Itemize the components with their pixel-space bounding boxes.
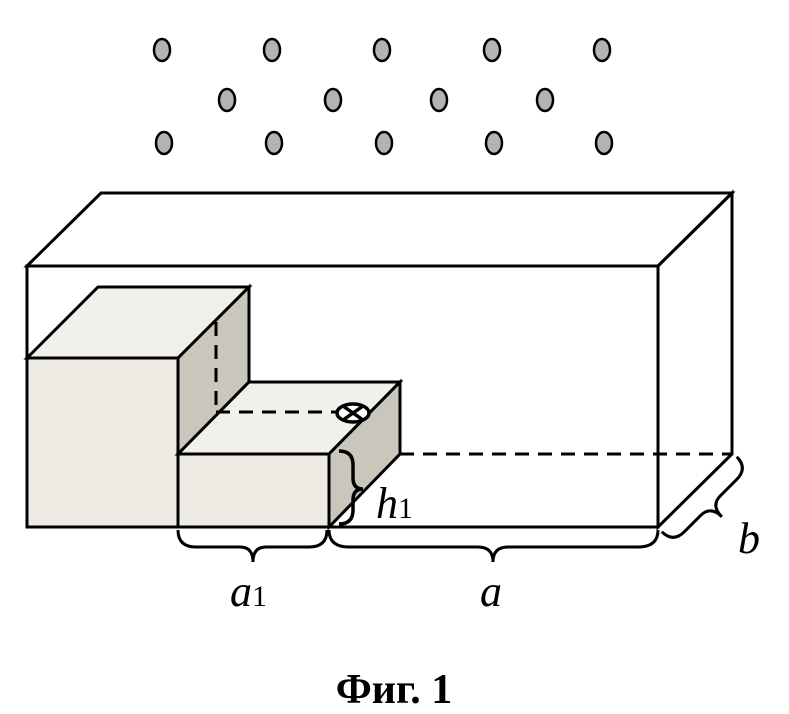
particle <box>484 130 504 156</box>
hidden-edges <box>214 322 340 414</box>
outer-box-right-face <box>656 189 734 531</box>
source-marker-cross-2 <box>341 404 365 422</box>
particle <box>152 37 172 63</box>
label-a1: a1 <box>230 567 267 616</box>
b-brace <box>660 455 744 539</box>
tall-block <box>23 283 253 529</box>
particle <box>323 87 343 113</box>
figure-caption: Фиг. 1 <box>336 667 453 713</box>
particle <box>217 87 237 113</box>
particle <box>429 87 449 113</box>
particle <box>154 130 174 156</box>
small-block <box>174 378 404 531</box>
particle <box>262 37 282 63</box>
a1-brace <box>176 529 329 563</box>
source-marker <box>335 402 371 424</box>
particle <box>482 37 502 63</box>
particle <box>374 130 394 156</box>
small-block-side <box>327 378 402 531</box>
tall-block-front <box>25 356 180 529</box>
outer-box-top-face <box>23 191 736 268</box>
small-block-front <box>176 452 331 529</box>
h1-brace <box>338 449 364 526</box>
particle <box>592 37 612 63</box>
particle <box>594 130 614 156</box>
label-b: b <box>738 514 760 563</box>
label-h1: h1 <box>376 479 413 528</box>
a-brace <box>327 529 660 563</box>
particle <box>264 130 284 156</box>
particles-group <box>152 37 614 156</box>
particle <box>372 37 392 63</box>
label-a: a <box>480 567 502 616</box>
particle <box>535 87 555 113</box>
